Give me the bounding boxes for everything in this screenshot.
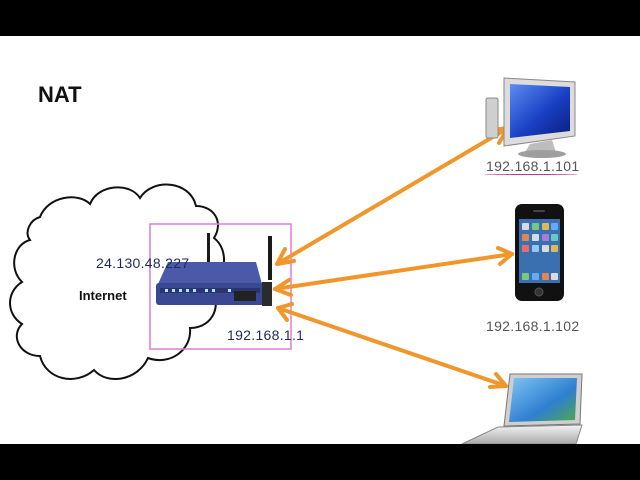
arrow-router-laptop [276, 306, 508, 388]
slide-title: NAT [38, 82, 82, 107]
arrow-router-desktop [275, 126, 510, 266]
laptop-icon [461, 373, 583, 444]
internet-label: Internet [79, 288, 127, 303]
smartphone-ip: 192.168.1.102 [486, 318, 580, 334]
router-icon [156, 233, 272, 306]
router-wan-ip: 24.130.48.227 [96, 255, 190, 271]
router-lan-ip: 192.168.1.1 [227, 327, 305, 343]
desktop-icon [485, 77, 576, 158]
arrows [273, 126, 514, 389]
slide: NAT Internet 24.130.48.227 192.168.1.1 1… [0, 36, 640, 444]
arrow-router-phone [273, 252, 514, 291]
desktop-ip: 192.168.1.101 [486, 158, 580, 174]
smartphone-icon [515, 204, 564, 301]
nat-diagram [9, 77, 583, 444]
cloud-icon [9, 183, 226, 380]
desktop-ip-underline [484, 174, 578, 175]
